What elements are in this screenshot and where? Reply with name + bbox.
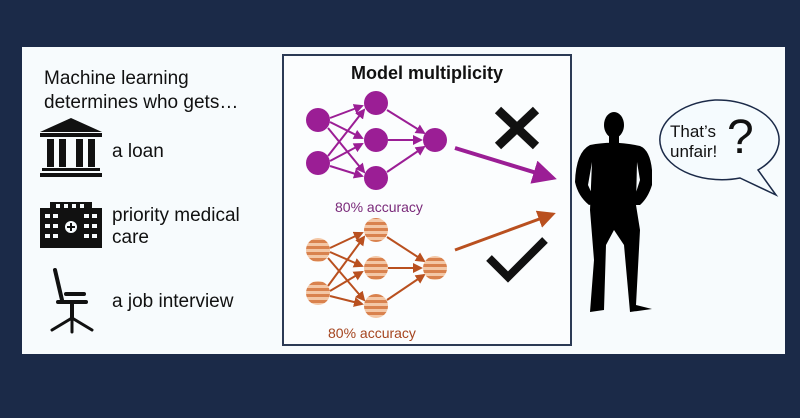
arrow-model-a	[454, 146, 557, 184]
person-silhouette-icon	[575, 112, 652, 312]
speech-line-1: That’s	[670, 122, 716, 141]
network-b-nodes	[306, 218, 447, 318]
item-label-job: a job interview	[112, 291, 234, 312]
question-mark: ?	[727, 111, 754, 164]
model-a-accuracy: 80% accuracy	[335, 199, 423, 215]
speech-bubble	[659, 99, 780, 197]
model-b-accuracy: 80% accuracy	[328, 325, 416, 341]
item-label-medical-2: care	[112, 227, 149, 248]
neural-network-a	[327, 104, 426, 179]
hospital-icon	[40, 202, 102, 248]
speech-line-2: unfair!	[670, 142, 718, 161]
cross-icon	[494, 106, 540, 150]
item-label-medical-1: priority medical	[112, 205, 240, 226]
intro-line-1: Machine learning	[44, 68, 189, 89]
item-label-loan: a loan	[112, 141, 164, 162]
arrow-model-b	[454, 210, 556, 252]
center-title: Model multiplicity	[350, 63, 503, 83]
checkmark-icon	[486, 237, 548, 283]
neural-network-b	[327, 231, 426, 307]
bank-icon	[40, 118, 102, 177]
office-chair-icon	[50, 268, 94, 334]
network-a-nodes	[306, 91, 447, 190]
intro-line-2: determines who gets…	[44, 92, 239, 113]
